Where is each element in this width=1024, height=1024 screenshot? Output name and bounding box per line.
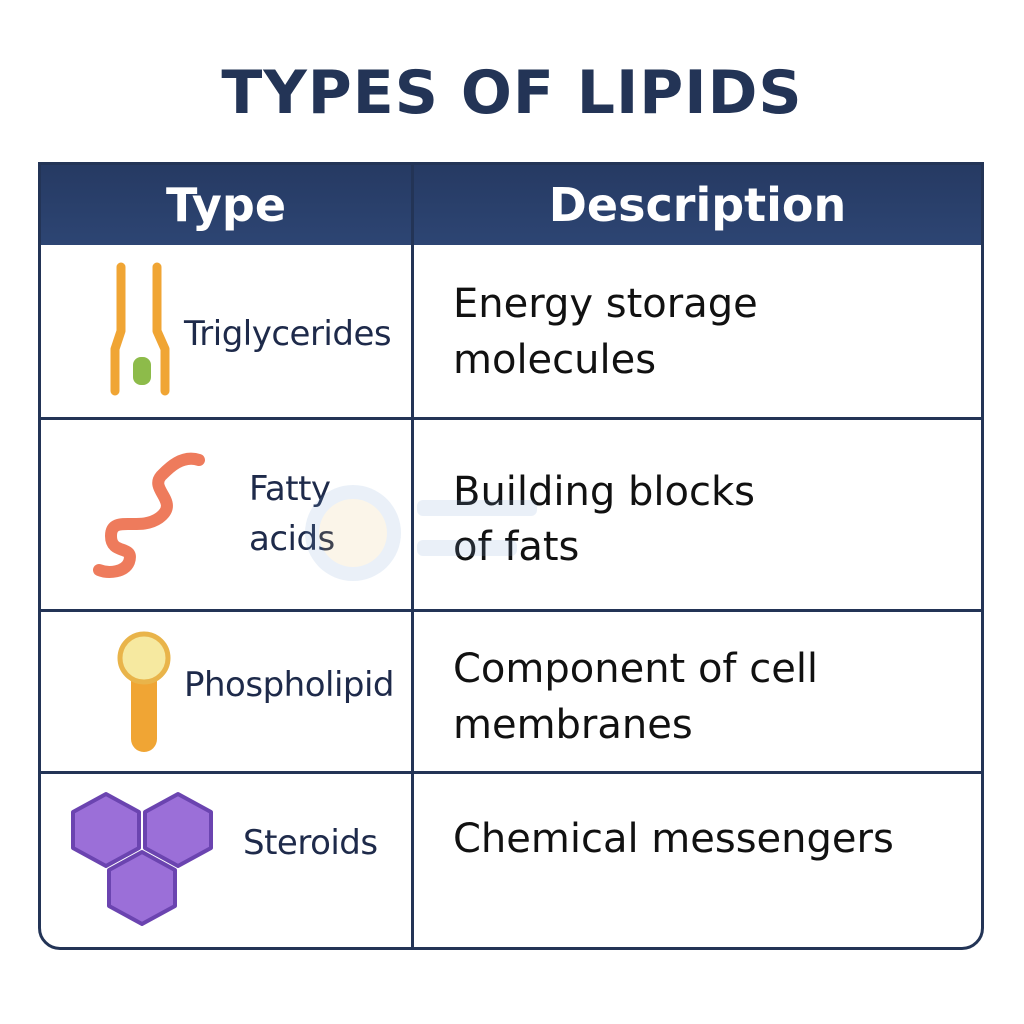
table-row-fatty-acids: Fatty acids Building blocks of fats bbox=[41, 420, 981, 609]
description-line: of fats bbox=[453, 524, 580, 570]
table-row-triglycerides: Triglycerides Energy storage molecules bbox=[41, 245, 981, 417]
description-line: molecules bbox=[453, 337, 657, 383]
row-divider bbox=[41, 609, 981, 612]
fatty-acid-icon bbox=[93, 452, 205, 578]
table-header: Type Description bbox=[41, 165, 981, 245]
row-divider bbox=[41, 771, 981, 774]
description-line: Chemical messengers bbox=[453, 816, 894, 862]
page-title: TYPES OF LIPIDS bbox=[221, 58, 803, 128]
header-description: Description bbox=[548, 178, 847, 232]
description-line: Component of cell bbox=[453, 646, 819, 692]
lipids-table: Type Description Triglycerides Energy st… bbox=[38, 162, 984, 950]
type-label: Steroids bbox=[243, 823, 378, 863]
table-row-steroids: Steroids Chemical messengers bbox=[41, 774, 981, 947]
type-label: Fatty bbox=[249, 469, 331, 509]
type-label: Triglycerides bbox=[184, 314, 392, 354]
row-divider bbox=[41, 417, 981, 420]
header-type: Type bbox=[165, 178, 287, 232]
table-row-phospholipid: Phospholipid Component of cell membranes bbox=[41, 612, 981, 771]
description-line: Energy storage bbox=[453, 281, 758, 327]
phospholipid-icon bbox=[117, 631, 171, 752]
steroid-icon bbox=[71, 792, 213, 926]
description-line: Building blocks bbox=[453, 469, 755, 515]
description-line: membranes bbox=[453, 702, 693, 748]
type-label: acids bbox=[249, 519, 335, 559]
type-label: Phospholipid bbox=[184, 665, 395, 705]
triglyceride-icon bbox=[110, 262, 170, 396]
column-divider bbox=[411, 165, 414, 947]
